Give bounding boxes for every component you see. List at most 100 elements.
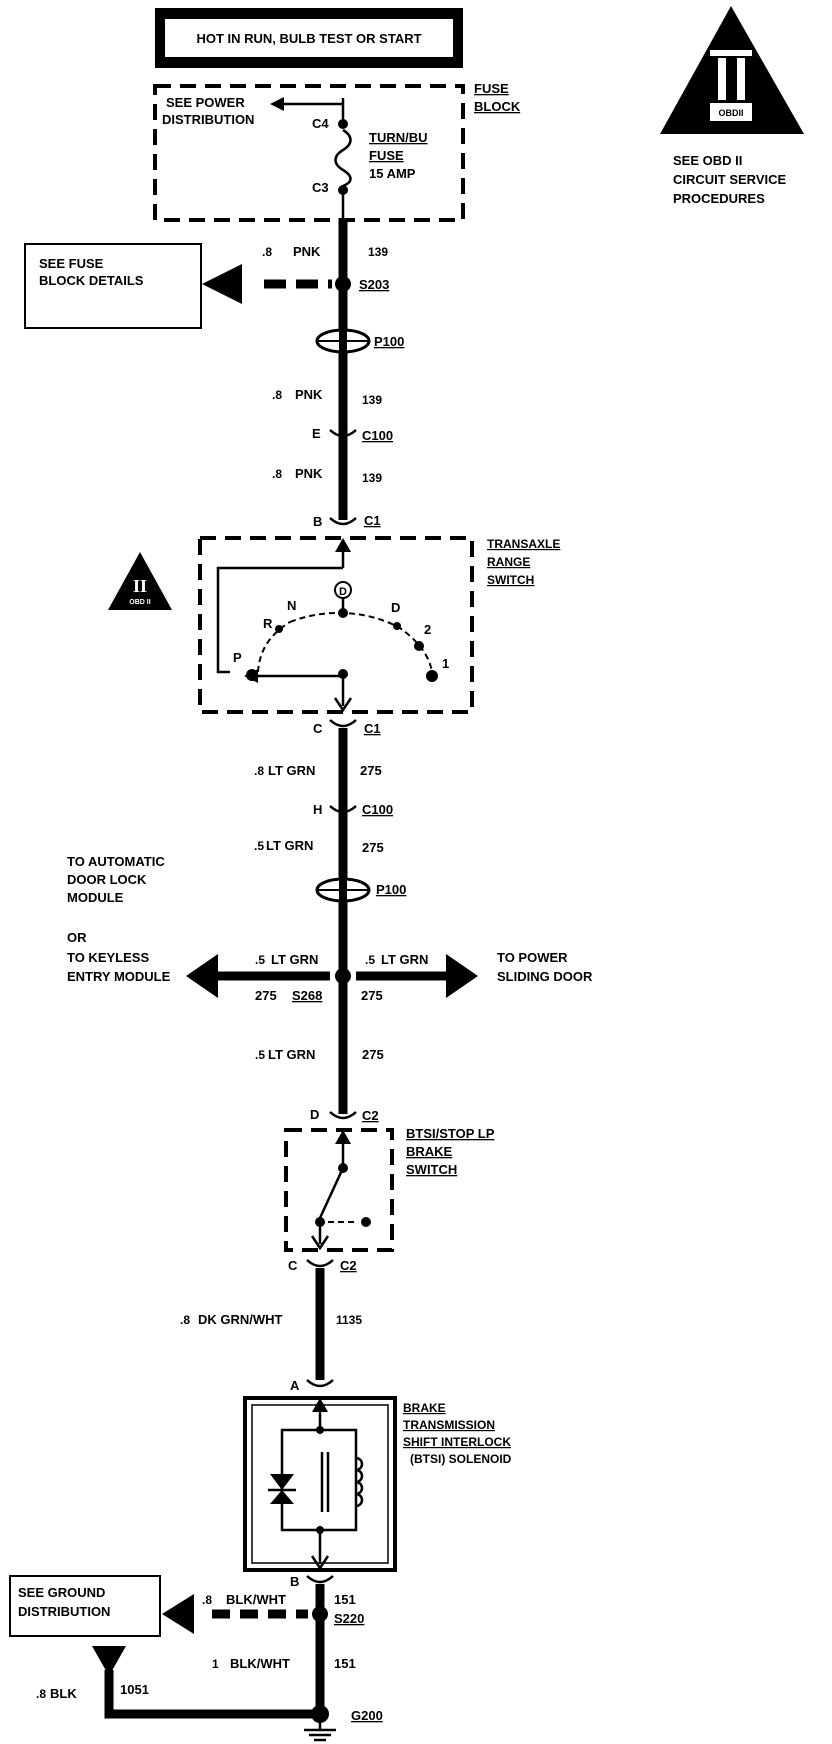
brake-switch-title-3: SWITCH bbox=[406, 1162, 457, 1177]
w6l-gauge: .5 bbox=[255, 953, 265, 967]
w9-color: BLK/WHT bbox=[226, 1592, 286, 1607]
ground-point bbox=[311, 1705, 329, 1723]
transaxle-title-2: RANGE bbox=[487, 555, 530, 569]
w5-circuit: 275 bbox=[362, 840, 384, 855]
c1-top-name: C1 bbox=[364, 513, 381, 528]
w11-circuit: 1051 bbox=[120, 1682, 149, 1697]
w8-gauge: .8 bbox=[180, 1313, 190, 1327]
obd-notice-line-2: CIRCUIT SERVICE bbox=[673, 172, 786, 187]
terminal-dot bbox=[338, 119, 348, 129]
c2-top-name: C2 bbox=[362, 1108, 379, 1123]
w7-color: LT GRN bbox=[268, 1047, 315, 1062]
obd-notice-line-1: SEE OBD II bbox=[673, 153, 742, 168]
header-box: HOT IN RUN, BULB TEST OR START bbox=[155, 8, 463, 68]
c100b-connector-icon bbox=[329, 805, 357, 814]
w10-gauge: 1 bbox=[212, 1657, 219, 1671]
header-title: HOT IN RUN, BULB TEST OR START bbox=[196, 31, 421, 46]
pos-d: D bbox=[391, 600, 400, 615]
w2-color: PNK bbox=[295, 387, 323, 402]
obd-small-sub: OBD II bbox=[129, 599, 150, 606]
pos-p: P bbox=[233, 650, 242, 665]
arrow-left-icon bbox=[186, 954, 218, 998]
c1-top-pin: B bbox=[313, 514, 322, 529]
btsi-top-connector-icon bbox=[306, 1379, 334, 1388]
w3-circuit: 139 bbox=[362, 471, 382, 485]
w2-gauge: .8 bbox=[272, 388, 282, 402]
c2-bot-name: C2 bbox=[340, 1258, 357, 1273]
w10-circuit: 151 bbox=[334, 1656, 356, 1671]
see-power-line-1: SEE POWER bbox=[166, 95, 245, 110]
p100b-label: P100 bbox=[376, 882, 406, 897]
arrow-left-icon bbox=[202, 264, 242, 304]
w5-color: LT GRN bbox=[266, 838, 313, 853]
obd-small-icon: II OBD II bbox=[108, 552, 172, 610]
pos-od: D bbox=[339, 586, 347, 598]
splice-s268 bbox=[335, 968, 351, 984]
c2-top-pin: D bbox=[310, 1107, 319, 1122]
fuse-line-1: TURN/BU bbox=[369, 130, 428, 145]
fuse-c3-label: C3 bbox=[312, 180, 329, 195]
coil-icon bbox=[355, 1456, 364, 1508]
door-lock-line-1: TO AUTOMATIC bbox=[67, 854, 165, 869]
w3-gauge: .8 bbox=[272, 467, 282, 481]
btsi-title-3: SHIFT INTERLOCK bbox=[403, 1435, 511, 1449]
s203-label: S203 bbox=[359, 277, 389, 292]
s268-label: S268 bbox=[292, 988, 322, 1003]
w11-gauge: .8 bbox=[36, 1687, 46, 1701]
w9-gauge: .8 bbox=[202, 1593, 212, 1607]
c100b-name: C100 bbox=[362, 802, 393, 817]
ground-label: G200 bbox=[351, 1708, 383, 1723]
c1-bottom-connector-icon bbox=[329, 719, 357, 728]
splice-s220 bbox=[312, 1606, 328, 1622]
transaxle-switch-outline bbox=[198, 536, 474, 714]
c1-bot-pin: C bbox=[313, 721, 323, 736]
btsi-top-pin: A bbox=[290, 1378, 300, 1393]
brake-switch-title-1: BTSI/STOP LP bbox=[406, 1126, 495, 1141]
btsi-title-4: (BTSI) SOLENOID bbox=[410, 1452, 512, 1466]
c2-bottom-connector-icon bbox=[306, 1259, 334, 1268]
w6r-gauge: .5 bbox=[365, 953, 375, 967]
btsi-bot-connector-icon bbox=[306, 1575, 334, 1584]
fuse-icon bbox=[334, 128, 352, 188]
w9-circuit: 151 bbox=[334, 1592, 356, 1607]
btsi-title-2: TRANSMISSION bbox=[403, 1418, 495, 1432]
c1-top-connector-icon bbox=[329, 517, 357, 526]
c1-bot-name: C1 bbox=[364, 721, 381, 736]
w4-gauge: .8 bbox=[254, 764, 264, 778]
fuse-block-outline bbox=[153, 84, 465, 222]
w8-circuit: 1135 bbox=[336, 1313, 362, 1327]
door-lock-line-3: MODULE bbox=[67, 890, 124, 905]
pos-n: N bbox=[287, 598, 296, 613]
fuse-block-title-1: FUSE bbox=[474, 81, 509, 96]
ground-dist-line-2: DISTRIBUTION bbox=[18, 1604, 110, 1619]
w8-color: DK GRN/WHT bbox=[198, 1312, 283, 1327]
obd-notice-line-3: PROCEDURES bbox=[673, 191, 765, 206]
obd-small-symbol: II bbox=[133, 576, 147, 596]
arrow-left-icon bbox=[162, 1594, 194, 1634]
p100-connector-icon bbox=[315, 328, 371, 354]
fuse-c4-label: C4 bbox=[312, 116, 329, 131]
transaxle-title-3: SWITCH bbox=[487, 573, 534, 587]
diode-icon bbox=[270, 1474, 294, 1490]
w6r-color: LT GRN bbox=[381, 952, 428, 967]
power-door-line-1: TO POWER bbox=[497, 950, 568, 965]
see-power-line-2: DISTRIBUTION bbox=[162, 112, 254, 127]
btsi-bot-pin: B bbox=[290, 1574, 299, 1589]
w2-circuit: 139 bbox=[362, 393, 382, 407]
arrow-down-icon bbox=[92, 1646, 126, 1676]
keyless-line-1: TO KEYLESS bbox=[67, 950, 149, 965]
power-door-line-2: SLIDING DOOR bbox=[497, 969, 593, 984]
fuse-line-3: 15 AMP bbox=[369, 166, 416, 181]
arrow-left-icon bbox=[270, 97, 284, 111]
fuse-line-2: FUSE bbox=[369, 148, 404, 163]
btsi-title-1: BRAKE bbox=[403, 1401, 446, 1415]
splice-s203 bbox=[335, 276, 351, 292]
p100a-label: P100 bbox=[374, 334, 404, 349]
w1-circuit: 139 bbox=[368, 245, 388, 259]
door-lock-or: OR bbox=[67, 930, 87, 945]
wire-blk bbox=[104, 1670, 312, 1719]
w4-circuit: 275 bbox=[360, 763, 382, 778]
obd-warning-icon: OBDII bbox=[660, 6, 804, 134]
c2-bot-pin: C bbox=[288, 1258, 298, 1273]
